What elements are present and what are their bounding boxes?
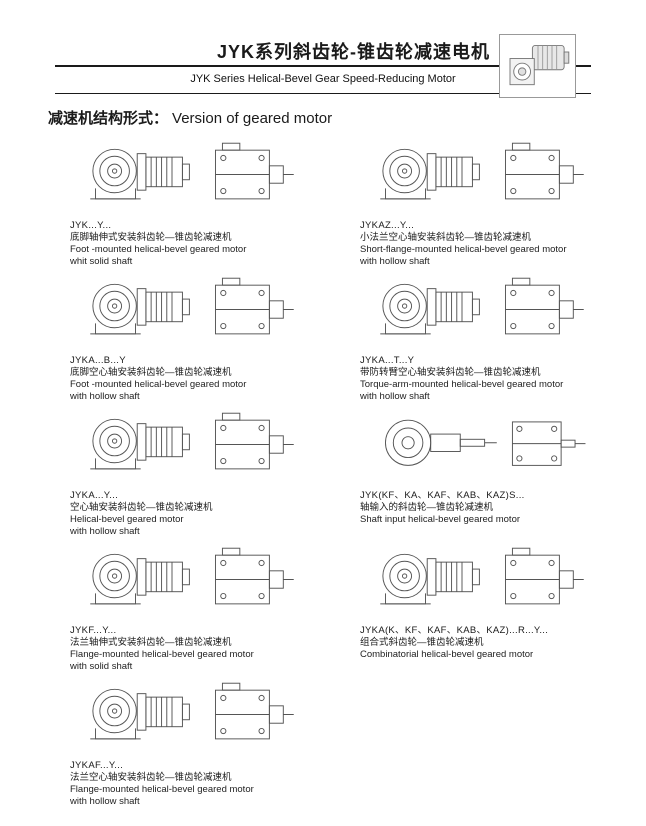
drawing-flange-mounted-hollow-shaft — [67, 678, 317, 758]
product-photo — [499, 34, 576, 98]
technical-drawing-area — [54, 541, 330, 625]
technical-drawing-area — [54, 271, 330, 355]
model-code: JYKAZ...Y... — [360, 220, 415, 231]
variant-caption: JYKA...B...Y 底脚空心轴安装斜齿轮—锥齿轮减速机 Foot -mou… — [54, 355, 330, 403]
desc-en-2: with solid shaft — [70, 661, 133, 672]
drawing-flange-mounted-solid-shaft — [67, 543, 317, 623]
gearmotor-photo-icon — [509, 45, 569, 86]
technical-drawing-area — [54, 676, 330, 760]
drawing-foot-mounted-hollow-shaft — [67, 273, 317, 353]
desc-en-1: Foot -mounted helical-bevel geared motor — [70, 379, 247, 390]
desc-cn: 法兰轴伸式安装斜齿轮—锥齿轮减速机 — [70, 637, 232, 648]
desc-en-2: with hollow shaft — [360, 256, 430, 267]
technical-drawing-area — [344, 541, 620, 625]
variant-entry-combinatorial: JYKA(K、KF、KAF、KAB、KAZ)...R...Y... 组合式斜齿轮… — [344, 541, 620, 676]
technical-drawing-area — [344, 271, 620, 355]
desc-en-2: with hollow shaft — [70, 391, 140, 402]
desc-cn: 空心轴安装斜齿轮—锥齿轮减速机 — [70, 502, 213, 513]
variant-entry-flange-hollow: JYKAF...Y... 法兰空心轴安装斜齿轮—锥齿轮减速机 Flange-mo… — [54, 676, 330, 811]
desc-en-1: Flange-mounted helical-bevel geared moto… — [70, 649, 254, 660]
variant-grid: JYK...Y... 底脚轴伸式安装斜齿轮—锥齿轮减速机 Foot -mount… — [54, 136, 620, 811]
section-heading: 减速机结构形式：Version of geared motor — [48, 107, 332, 128]
drawing-combinatorial-geared-motor — [357, 543, 607, 623]
technical-drawing-area — [54, 406, 330, 490]
desc-en-2: whit solid shaft — [70, 256, 133, 267]
desc-en-1: Torque-arm-mounted helical-bevel geared … — [360, 379, 564, 390]
desc-cn: 组合式斜齿轮—锥齿轮减速机 — [360, 637, 484, 648]
drawing-torque-arm-mounted — [357, 273, 607, 353]
variant-caption: JYK...Y... 底脚轴伸式安装斜齿轮—锥齿轮减速机 Foot -mount… — [54, 220, 330, 268]
variant-entry-short-flange: JYKAZ...Y... 小法兰空心轴安装斜齿轮—锥齿轮减速机 Short-fl… — [344, 136, 620, 271]
model-code: JYKA...T...Y — [360, 355, 415, 366]
drawing-foot-mounted-solid-shaft — [67, 138, 317, 218]
page-subtitle: JYK Series Helical-Bevel Gear Speed-Redu… — [190, 73, 456, 85]
variant-entry-flange-solid: JYKF...Y... 法兰轴伸式安装斜齿轮—锥齿轮减速机 Flange-mou… — [54, 541, 330, 676]
variant-caption: JYKA...Y... 空心轴安装斜齿轮—锥齿轮减速机 Helical-beve… — [54, 490, 330, 538]
page-title: JYK系列斜齿轮-锥齿轮减速电机 — [216, 42, 490, 62]
section-heading-cn: 减速机结构形式： — [48, 110, 169, 127]
model-code: JYKA(K、KF、KAF、KAB、KAZ)...R...Y... — [360, 625, 549, 636]
drawing-short-flange-mounted — [357, 138, 607, 218]
desc-en-1: Shaft input helical-bevel geared motor — [360, 514, 521, 525]
technical-drawing-area — [344, 136, 620, 220]
variant-caption: JYKA(K、KF、KAF、KAB、KAZ)...R...Y... 组合式斜齿轮… — [344, 625, 620, 661]
desc-en-1: Combinatorial helical-bevel geared motor — [360, 649, 534, 660]
model-code: JYK(KF、KA、KAF、KAB、KAZ)S... — [360, 490, 525, 501]
variant-caption: JYKA...T...Y 带防转臂空心轴安装斜齿轮—锥齿轮减速机 Torque-… — [344, 355, 620, 403]
desc-cn: 底脚空心轴安装斜齿轮—锥齿轮减速机 — [70, 367, 232, 378]
model-code: JYKF...Y... — [70, 625, 117, 636]
variant-entry-torque-arm: JYKA...T...Y 带防转臂空心轴安装斜齿轮—锥齿轮减速机 Torque-… — [344, 271, 620, 406]
variant-caption: JYK(KF、KA、KAF、KAB、KAZ)S... 轴输入的斜齿轮—锥齿轮减速… — [344, 490, 620, 526]
desc-cn: 法兰空心轴安装斜齿轮—锥齿轮减速机 — [70, 772, 232, 783]
variant-entry-foot-solid: JYK...Y... 底脚轴伸式安装斜齿轮—锥齿轮减速机 Foot -mount… — [54, 136, 330, 271]
variant-caption: JYKAZ...Y... 小法兰空心轴安装斜齿轮—锥齿轮减速机 Short-fl… — [344, 220, 620, 268]
variant-caption: JYKAF...Y... 法兰空心轴安装斜齿轮—锥齿轮减速机 Flange-mo… — [54, 760, 330, 808]
technical-drawing-area — [54, 136, 330, 220]
desc-en-1: Flange-mounted helical-bevel geared moto… — [70, 784, 254, 795]
model-code: JYKA...Y... — [70, 490, 119, 501]
model-code: JYKAF...Y... — [70, 760, 124, 771]
variant-entry-shaft-input: JYK(KF、KA、KAF、KAB、KAZ)S... 轴输入的斜齿轮—锥齿轮减速… — [344, 406, 620, 541]
drawing-hollow-shaft-mounted — [67, 408, 317, 488]
desc-cn: 小法兰空心轴安装斜齿轮—锥齿轮减速机 — [360, 232, 532, 243]
grid-column-left: JYK...Y... 底脚轴伸式安装斜齿轮—锥齿轮减速机 Foot -mount… — [54, 136, 330, 811]
desc-en-1: Foot -mounted helical-bevel geared motor — [70, 244, 247, 255]
desc-en-2: with hollow shaft — [70, 796, 140, 807]
desc-cn: 带防转臂空心轴安装斜齿轮—锥齿轮减速机 — [360, 367, 541, 378]
header-rule-bottom — [55, 93, 591, 94]
grid-column-right: JYKAZ...Y... 小法兰空心轴安装斜齿轮—锥齿轮减速机 Short-fl… — [344, 136, 620, 811]
section-heading-en: Version of geared motor — [172, 110, 333, 127]
variant-entry-hollow-shaft: JYKA...Y... 空心轴安装斜齿轮—锥齿轮减速机 Helical-beve… — [54, 406, 330, 541]
desc-en-1: Helical-bevel geared motor — [70, 514, 184, 525]
model-code: JYKA...B...Y — [70, 355, 126, 366]
desc-cn: 轴输入的斜齿轮—锥齿轮减速机 — [360, 502, 494, 513]
drawing-shaft-input-reducer — [357, 408, 607, 488]
technical-drawing-area — [344, 406, 620, 490]
desc-en-1: Short-flange-mounted helical-bevel geare… — [360, 244, 567, 255]
header-rule-top — [55, 65, 591, 67]
desc-en-2: with hollow shaft — [360, 391, 430, 402]
model-code: JYK...Y... — [70, 220, 112, 231]
variant-entry-foot-hollow: JYKA...B...Y 底脚空心轴安装斜齿轮—锥齿轮减速机 Foot -mou… — [54, 271, 330, 406]
desc-cn: 底脚轴伸式安装斜齿轮—锥齿轮减速机 — [70, 232, 232, 243]
variant-caption: JYKF...Y... 法兰轴伸式安装斜齿轮—锥齿轮减速机 Flange-mou… — [54, 625, 330, 673]
desc-en-2: with hollow shaft — [70, 526, 140, 537]
